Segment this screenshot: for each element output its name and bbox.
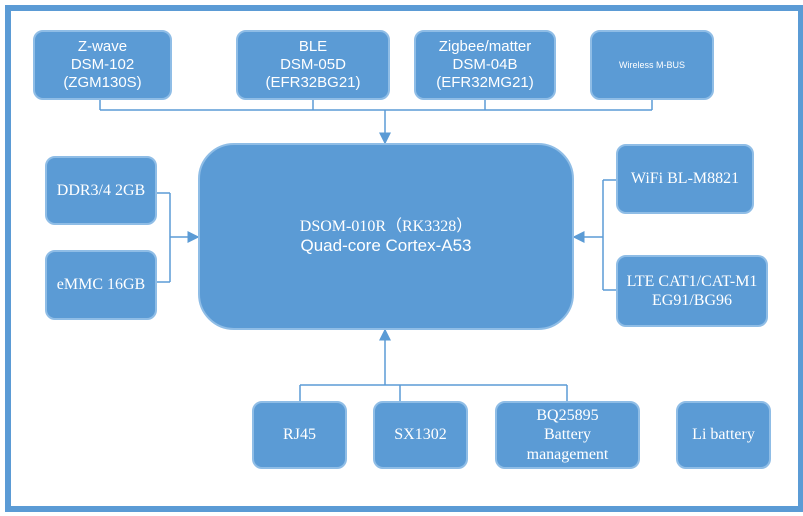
emmc-line-1: eMMC 16GB xyxy=(56,276,146,294)
lte-line-2: EG91/BG96 xyxy=(652,292,732,309)
lte-module-box: LTE CAT1/CAT-M1 EG91/BG96 xyxy=(616,255,768,327)
ble-module-box: BLE DSM-05D (EFR32BG21) xyxy=(236,30,390,100)
ddr-line-1: DDR3/4 2GB xyxy=(56,181,146,199)
zigbee-line-1: Zigbee/matter xyxy=(438,38,532,55)
rj45-line-1: RJ45 xyxy=(283,426,316,444)
cpu-model-label: DSOM-010R（RK3328） xyxy=(299,217,473,235)
ddr-memory-box: DDR3/4 2GB xyxy=(45,156,157,225)
bq-line-3: management xyxy=(526,445,609,463)
li-battery-box: Li battery xyxy=(676,401,771,469)
zwave-line-2: DSM-102 xyxy=(70,56,135,73)
lte-line-1: LTE CAT1/CAT-M1 xyxy=(626,272,758,290)
ble-line-1: BLE xyxy=(298,38,328,55)
wifi-module-box: WiFi BL-M8821 xyxy=(616,144,754,214)
ble-line-3: (EFR32BG21) xyxy=(265,74,361,91)
wmbus-module-box: Wireless M-BUS xyxy=(590,30,714,100)
zigbee-line-3: (EFR32MG21) xyxy=(436,74,534,91)
zwave-line-3: (ZGM130S) xyxy=(63,74,142,91)
zigbee-module-box: Zigbee/matter DSM-04B (EFR32MG21) xyxy=(414,30,556,100)
cpu-module-box: DSOM-010R（RK3328） Quad-core Cortex-A53 xyxy=(198,143,574,330)
ble-line-2: DSM-05D xyxy=(280,56,346,73)
sx1302-line-1: SX1302 xyxy=(394,426,447,444)
sx1302-box: SX1302 xyxy=(373,401,468,469)
zigbee-line-2: DSM-04B xyxy=(452,56,518,73)
zwave-module-box: Z-wave DSM-102 (ZGM130S) xyxy=(33,30,172,100)
wmbus-line-1: Wireless M-BUS xyxy=(618,59,685,70)
wifi-line-1: WiFi BL-M8821 xyxy=(630,170,740,188)
li-battery-line-1: Li battery xyxy=(692,426,755,444)
bq-line-2: Battery xyxy=(543,426,592,444)
zwave-line-1: Z-wave xyxy=(77,38,128,55)
bq-line-1: BQ25895 xyxy=(536,407,599,425)
battery-management-box: BQ25895 Battery management xyxy=(495,401,640,469)
rj45-box: RJ45 xyxy=(252,401,347,469)
cpu-core-label: Quad-core Cortex-A53 xyxy=(300,235,472,255)
emmc-storage-box: eMMC 16GB xyxy=(45,250,157,320)
